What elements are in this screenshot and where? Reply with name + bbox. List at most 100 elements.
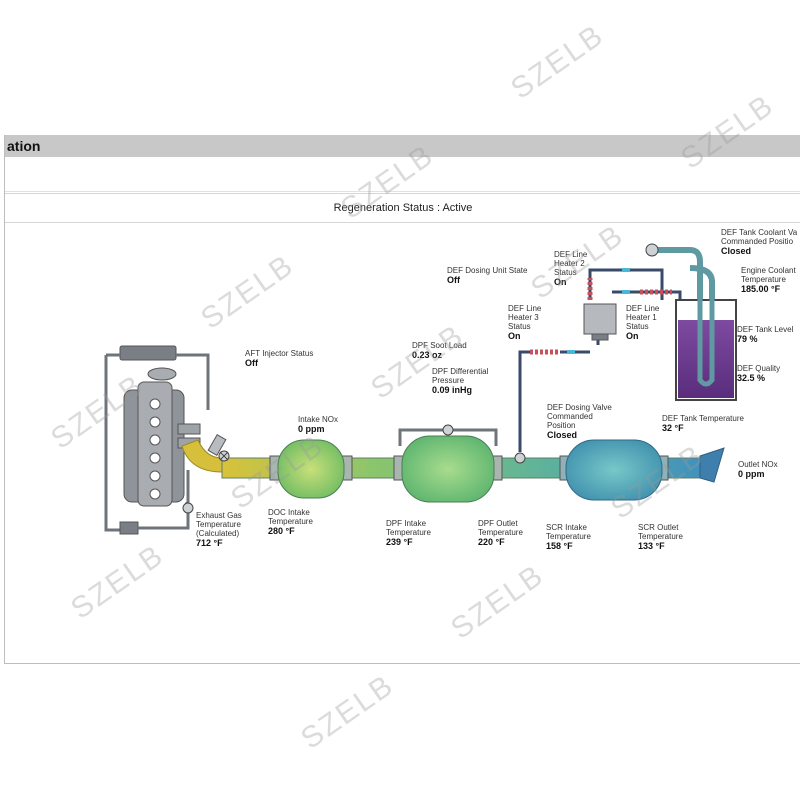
sensor-label: DPF Intake: [386, 519, 427, 528]
sensor-label: Status: [508, 322, 531, 331]
sensor-label: Temperature: [478, 528, 523, 537]
sensor-label: Engine Coolant: [741, 266, 796, 275]
sensor-label: Status: [626, 322, 649, 331]
def-dosing-unit: [583, 303, 617, 341]
svg-text:SZELB: SZELB: [65, 538, 170, 625]
toolbar-area: [5, 157, 800, 192]
sensor-value: 239 °F: [386, 537, 413, 547]
sensor-value: Closed: [547, 430, 577, 440]
sensor-value: Off: [447, 275, 461, 285]
sensor-value: Closed: [721, 246, 751, 256]
sensor-label: Temperature: [638, 532, 683, 541]
sensor-label: DEF Line: [554, 250, 588, 259]
sensor-label: Status: [554, 268, 577, 277]
sensor-label: Outlet NOx: [738, 460, 778, 469]
sensor-label: SCR Outlet: [638, 523, 679, 532]
sensor-label: DEF Tank Level: [737, 325, 794, 334]
sensor-value: 133 °F: [638, 541, 665, 551]
window-title: ation: [5, 135, 800, 157]
sensor-label: Exhaust Gas: [196, 511, 242, 520]
sensor-label: DEF Line: [626, 304, 660, 313]
sensor-label: Position: [547, 421, 575, 430]
sensor-label: DOC Intake: [268, 508, 310, 517]
sensor-value: On: [554, 277, 567, 287]
sensor-label: DEF Line: [508, 304, 542, 313]
regeneration-status: Regeneration Status : Active: [5, 193, 800, 223]
def-dosing-valve-icon: [514, 452, 526, 464]
def-line-couplers: [567, 268, 630, 354]
sensor-value: 32.5 %: [737, 373, 765, 383]
sensor-label: DEF Quality: [737, 364, 780, 373]
sensor-label: Commanded: [547, 412, 593, 421]
sensor-label: DPF Outlet: [478, 519, 518, 528]
svg-text:SZELB: SZELB: [335, 138, 440, 225]
sensor-value: 0.23 oz: [412, 350, 443, 360]
sensor-value: 185.00 °F: [741, 284, 781, 294]
sensor-label: Heater 1: [626, 313, 657, 322]
sensor-value: 280 °F: [268, 526, 295, 536]
sensor-label: Commanded Positio: [721, 237, 794, 246]
sensor-label: Temperature: [386, 528, 431, 537]
sensor-value: 79 %: [737, 334, 758, 344]
sensor-value: 158 °F: [546, 541, 573, 551]
sensor-value: On: [626, 331, 639, 341]
sensor-label: (Calculated): [196, 529, 239, 538]
sensor-value: 712 °F: [196, 538, 223, 548]
aft-injector-icon: [207, 434, 230, 462]
sensor-value: 32 °F: [662, 423, 684, 433]
def-tank: [652, 247, 737, 401]
sensor-label: DPF Soot Load: [412, 341, 467, 350]
sensor-label: Temperature: [546, 532, 591, 541]
sensor-value: 0 ppm: [298, 424, 325, 434]
sensor-label: DPF Differential: [432, 367, 489, 376]
svg-text:SZELB: SZELB: [675, 88, 780, 175]
sensor-label: Pressure: [432, 376, 465, 385]
scr-canister: [559, 439, 669, 501]
egr-valve-icon: [182, 502, 194, 514]
dpf-canister: [393, 424, 503, 503]
svg-text:SZELB: SZELB: [195, 248, 300, 335]
sensor-value: 0.09 inHg: [432, 385, 472, 395]
sensor-label: Heater 3: [508, 313, 539, 322]
sensor-label: SCR Intake: [546, 523, 587, 532]
sensor-label: DEF Tank Temperature: [662, 414, 745, 423]
svg-text:SZELB: SZELB: [445, 558, 550, 645]
sensor-label: Intake NOx: [298, 415, 338, 424]
sensor-label: AFT Injector Status: [245, 349, 313, 358]
sensor-label: DEF Dosing Unit State: [447, 266, 528, 275]
svg-text:SZELB: SZELB: [505, 18, 610, 105]
svg-text:SZELB: SZELB: [295, 668, 400, 755]
sensor-label: DEF Dosing Valve: [547, 403, 612, 412]
def-tank-coolant-valve-icon: [645, 243, 659, 257]
sensor-label: DEF Tank Coolant Va: [721, 228, 798, 237]
sensor-value: Off: [245, 358, 259, 368]
sensor-label: Heater 2: [554, 259, 585, 268]
sensor-label: Temperature: [741, 275, 786, 284]
doc-canister: [269, 439, 353, 499]
sensor-value: 0 ppm: [738, 469, 765, 479]
sensor-value: On: [508, 331, 521, 341]
engine: [104, 345, 210, 535]
